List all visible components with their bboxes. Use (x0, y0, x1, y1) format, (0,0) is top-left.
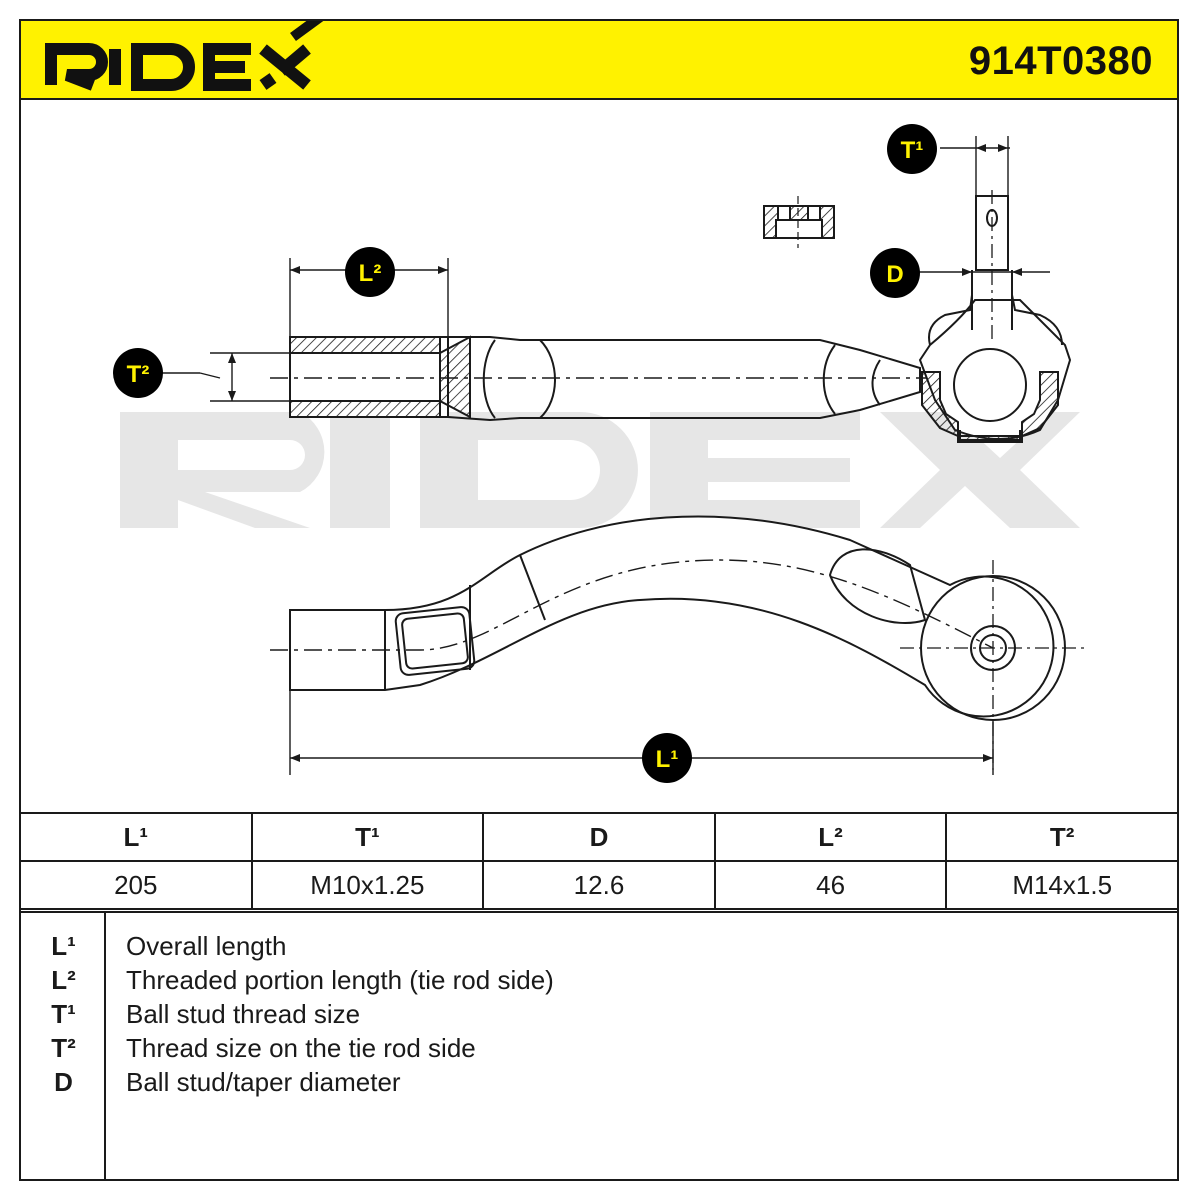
spec-header-d: D (482, 812, 716, 862)
technical-drawing: T¹ D L² T² L¹ (113, 124, 1085, 783)
legend-row: L¹ Overall length (21, 931, 1171, 965)
spec-header-l1: L¹ (19, 812, 253, 862)
legend-divider (104, 913, 106, 1179)
spec-header-row: L¹ T¹ D L² T² (19, 812, 1179, 862)
badge-l1-label: L¹ (656, 746, 679, 773)
legend-desc: Overall length (126, 931, 287, 961)
legend: L¹ Overall length L² Threaded portion le… (19, 911, 1179, 1181)
spec-value-l1: 205 (19, 860, 253, 910)
badge-t1-label: T¹ (901, 137, 924, 164)
badge-l2-label: L² (359, 260, 382, 287)
badge-t2-label: T² (127, 361, 150, 388)
legend-key: T¹ (51, 999, 76, 1029)
badge-d-label: D (886, 261, 903, 288)
spec-header-l2: L² (713, 812, 948, 862)
spec-header-t1: T¹ (250, 812, 485, 862)
badge-t1: T¹ (887, 124, 937, 174)
legend-key: D (54, 1067, 73, 1097)
legend-desc: Thread size on the tie rod side (126, 1033, 476, 1063)
spec-value-t2: M14x1.5 (945, 860, 1179, 910)
spec-value-l2: 46 (713, 860, 948, 910)
badge-t2: T² (113, 348, 163, 398)
part-number: 914T0380 (968, 39, 1153, 83)
legend-row: T¹ Ball stud thread size (21, 999, 1171, 1033)
side-view (270, 190, 1072, 443)
header-bar: 914T0380 (19, 19, 1179, 100)
ridex-logo (45, 21, 324, 91)
badge-d: D (870, 248, 920, 298)
dimension-lines (162, 136, 1050, 775)
badge-l2: L² (345, 247, 395, 297)
spec-value-t1: M10x1.25 (250, 860, 485, 910)
legend-desc: Ball stud/taper diameter (126, 1067, 401, 1097)
legend-row: T² Thread size on the tie rod side (21, 1033, 1171, 1067)
legend-row: D Ball stud/taper diameter (21, 1067, 1171, 1101)
spec-value-d: 12.6 (482, 860, 716, 910)
spec-header-t2: T² (945, 812, 1179, 862)
badge-l1: L¹ (642, 733, 692, 783)
legend-key: L² (51, 965, 76, 995)
legend-row: L² Threaded portion length (tie rod side… (21, 965, 1171, 999)
legend-key: T² (51, 1033, 76, 1063)
plan-view (270, 515, 1085, 770)
watermark (120, 412, 1080, 528)
legend-key: L¹ (51, 931, 76, 961)
legend-desc: Threaded portion length (tie rod side) (126, 965, 554, 995)
spec-value-row: 205 M10x1.25 12.6 46 M14x1.5 (19, 860, 1179, 910)
spec-table: L¹ T¹ D L² T² 205 M10x1.25 12.6 46 M14x1… (19, 812, 1179, 910)
legend-desc: Ball stud thread size (126, 999, 361, 1029)
castle-nut (763, 196, 835, 248)
